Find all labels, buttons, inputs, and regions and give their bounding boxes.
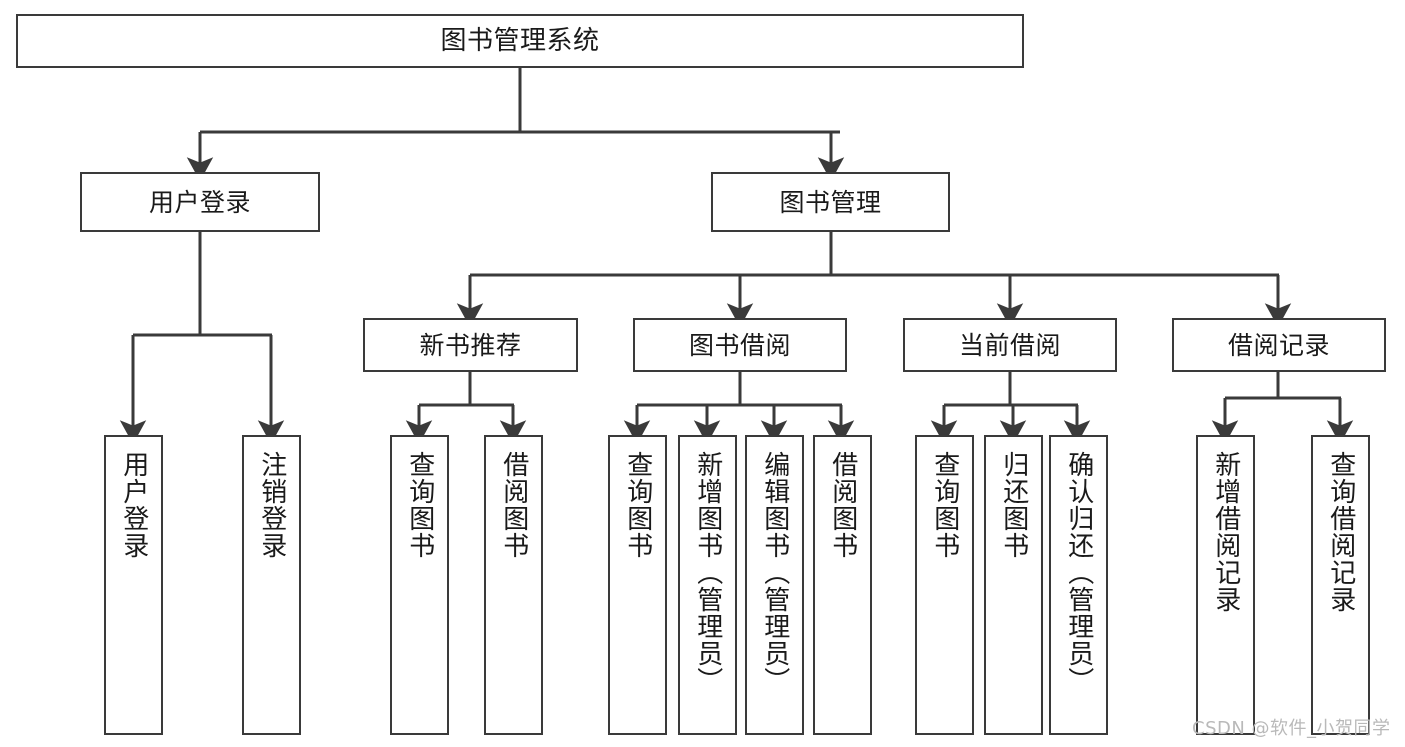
- node-label: 图书管理系统: [440, 25, 600, 56]
- node-label: 新增图书（管理员）: [692, 451, 723, 694]
- node-label: 图书借阅: [688, 330, 791, 360]
- node-user-login[interactable]: 用户登录: [80, 172, 320, 232]
- node-root-system[interactable]: 图书管理系统: [16, 14, 1024, 68]
- node-label: 借阅记录: [1227, 330, 1330, 360]
- node-label: 归还图书: [998, 451, 1029, 559]
- node-leaf-return-book[interactable]: 归还图书: [984, 435, 1043, 735]
- node-label: 用户登录: [148, 187, 251, 217]
- node-label: 查询图书: [622, 451, 653, 559]
- node-label: 新书推荐: [419, 330, 522, 360]
- node-label: 新增借阅记录: [1210, 451, 1241, 613]
- node-leaf-borrow-book[interactable]: 借阅图书: [813, 435, 872, 735]
- node-label: 注销登录: [256, 451, 287, 559]
- node-leaf-borrow-book-rec[interactable]: 借阅图书: [484, 435, 543, 735]
- node-label: 用户登录: [118, 451, 149, 559]
- node-label: 借阅图书: [498, 451, 529, 559]
- node-new-book-recommend[interactable]: 新书推荐: [363, 318, 578, 372]
- node-label: 查询图书: [404, 451, 435, 559]
- node-leaf-add-borrow-record[interactable]: 新增借阅记录: [1196, 435, 1255, 735]
- node-label: 查询图书: [929, 451, 960, 559]
- node-leaf-query-book-rec[interactable]: 查询图书: [390, 435, 449, 735]
- node-leaf-add-book-admin[interactable]: 新增图书（管理员）: [678, 435, 737, 735]
- node-leaf-query-book-borrow[interactable]: 查询图书: [608, 435, 667, 735]
- node-book-borrow[interactable]: 图书借阅: [633, 318, 847, 372]
- node-current-borrow[interactable]: 当前借阅: [903, 318, 1117, 372]
- node-label: 图书管理: [779, 187, 882, 217]
- node-label: 确认归还（管理员）: [1063, 451, 1094, 694]
- node-leaf-confirm-return-admin[interactable]: 确认归还（管理员）: [1049, 435, 1108, 735]
- node-leaf-logout[interactable]: 注销登录: [242, 435, 301, 735]
- node-leaf-edit-book-admin[interactable]: 编辑图书（管理员）: [745, 435, 804, 735]
- node-label: 查询借阅记录: [1325, 451, 1356, 613]
- node-label: 编辑图书（管理员）: [759, 451, 790, 694]
- node-leaf-user-login[interactable]: 用户登录: [104, 435, 163, 735]
- node-label: 当前借阅: [958, 330, 1061, 360]
- node-book-management[interactable]: 图书管理: [711, 172, 950, 232]
- node-borrow-record[interactable]: 借阅记录: [1172, 318, 1386, 372]
- node-label: 借阅图书: [827, 451, 858, 559]
- csdn-watermark: CSDN @软件_小贺同学: [1192, 718, 1391, 739]
- node-leaf-query-book-current[interactable]: 查询图书: [915, 435, 974, 735]
- node-leaf-query-borrow-record[interactable]: 查询借阅记录: [1311, 435, 1370, 735]
